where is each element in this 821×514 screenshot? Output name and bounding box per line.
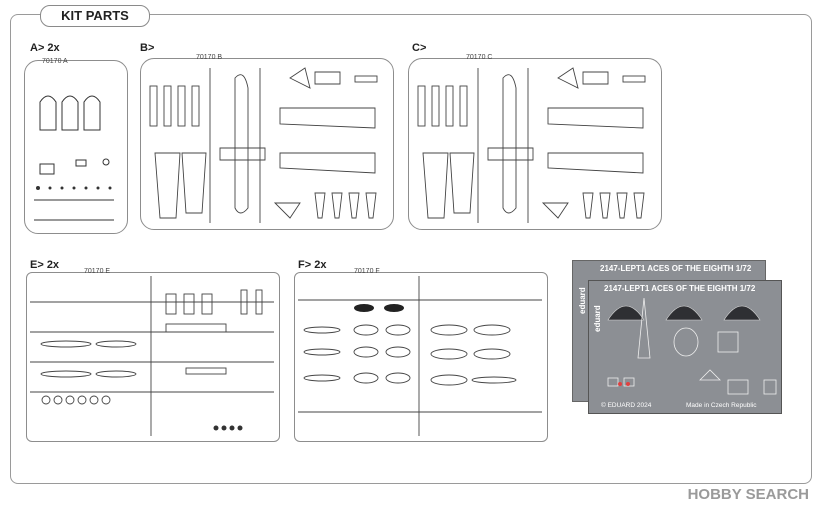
sprue-a xyxy=(24,60,128,234)
sprue-a-code: 70170 A xyxy=(42,58,68,65)
sprue-b-parts xyxy=(149,67,378,223)
kit-parts-title: KIT PARTS xyxy=(40,5,150,27)
photoetch-title: 2147-LEPT1 ACES OF THE EIGHTH 1/72 xyxy=(604,284,756,293)
sprue-e-code: 70170 E xyxy=(84,268,111,275)
sprue-b-code: 70170 B xyxy=(196,54,223,61)
sprue-a-label: A> 2x xyxy=(30,42,60,54)
hobby-search-watermark: HOBBY SEARCH xyxy=(687,486,809,503)
photoetch-fret xyxy=(588,280,782,414)
sprue-a-parts xyxy=(34,95,114,221)
photoetch-back-title: 2147-LEPT1 ACES OF THE EIGHTH 1/72 xyxy=(600,264,752,273)
sprue-b xyxy=(140,58,394,230)
sprue-c-label: C> xyxy=(412,42,427,54)
sprue-e-label: E> 2x xyxy=(30,259,60,271)
sprue-f-parts xyxy=(298,276,542,436)
photoetch-parts xyxy=(607,297,777,395)
sprue-e-parts xyxy=(30,276,274,436)
sprue-c xyxy=(408,58,662,230)
sprue-b-label: B> xyxy=(140,42,155,54)
photoetch-copyright: © EDUARD 2024 xyxy=(601,402,652,409)
sprue-e xyxy=(26,272,280,442)
photoetch-brand-back: eduard xyxy=(578,287,587,314)
sprue-c-parts xyxy=(417,67,646,223)
photoetch-made-in: Made in Czech Republic xyxy=(686,402,757,409)
sprue-f-label: F> 2x xyxy=(298,259,327,271)
sprue-c-code: 70170 C xyxy=(466,54,493,61)
sprue-f-code: 70170 F xyxy=(354,268,380,275)
